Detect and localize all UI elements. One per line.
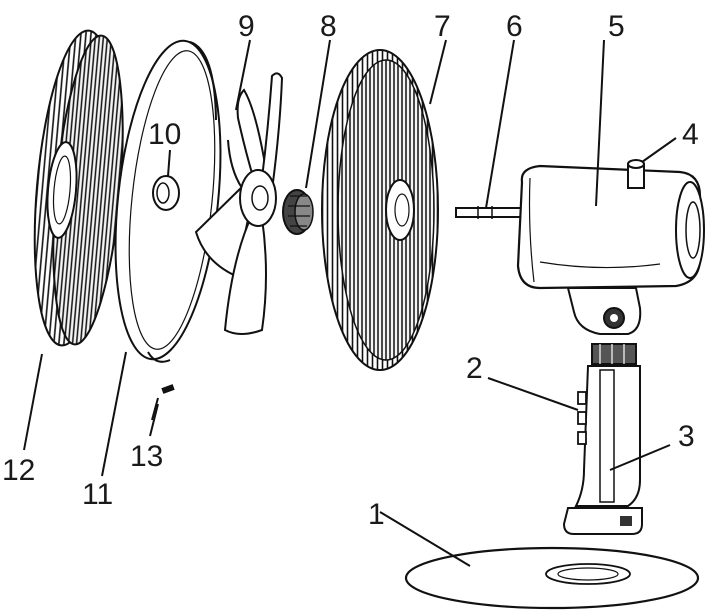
leader-line-7 — [429, 39, 447, 105]
leader-line-3 — [609, 444, 671, 471]
callout-6: 6 — [506, 10, 523, 43]
callout-12: 12 — [2, 454, 35, 487]
leader-line-2 — [487, 377, 579, 411]
callout-labels: 1 2 3 4 5 6 7 8 9 10 11 12 13 — [2, 10, 699, 531]
leader-line-13 — [149, 403, 159, 437]
callout-4: 4 — [682, 118, 699, 151]
leader-line-4 — [641, 137, 677, 163]
spinner-cap — [152, 175, 180, 211]
callout-11: 11 — [82, 478, 113, 511]
callout-7: 7 — [434, 10, 451, 43]
callout-8: 8 — [320, 10, 337, 43]
base-plate — [404, 546, 700, 610]
pole-stand — [562, 343, 643, 535]
leader-line-11 — [101, 351, 127, 477]
rear-grille — [321, 49, 439, 371]
leader-line-10 — [167, 149, 171, 177]
motor-housing — [516, 164, 705, 290]
tilt-joint — [566, 287, 642, 335]
screw — [151, 384, 175, 421]
control-buttons — [577, 391, 587, 445]
leader-line-5 — [595, 39, 605, 207]
callout-13: 13 — [130, 440, 163, 473]
fan-blade — [194, 72, 284, 335]
front-grille — [33, 29, 124, 347]
motor-shaft — [455, 206, 523, 219]
leader-line-9 — [235, 39, 251, 111]
callout-3: 3 — [678, 420, 695, 453]
leader-line-8 — [305, 39, 331, 189]
oscillation-knob — [627, 159, 645, 189]
blade-nut — [282, 189, 314, 235]
leader-line-12 — [23, 353, 43, 451]
callout-10: 10 — [148, 118, 181, 151]
leader-lines — [23, 39, 677, 567]
leader-line-6 — [485, 39, 515, 209]
callout-1: 1 — [368, 498, 385, 531]
callout-5: 5 — [608, 10, 625, 43]
callout-2: 2 — [466, 352, 483, 385]
leader-line-1 — [379, 511, 471, 567]
callout-9: 9 — [238, 10, 255, 43]
